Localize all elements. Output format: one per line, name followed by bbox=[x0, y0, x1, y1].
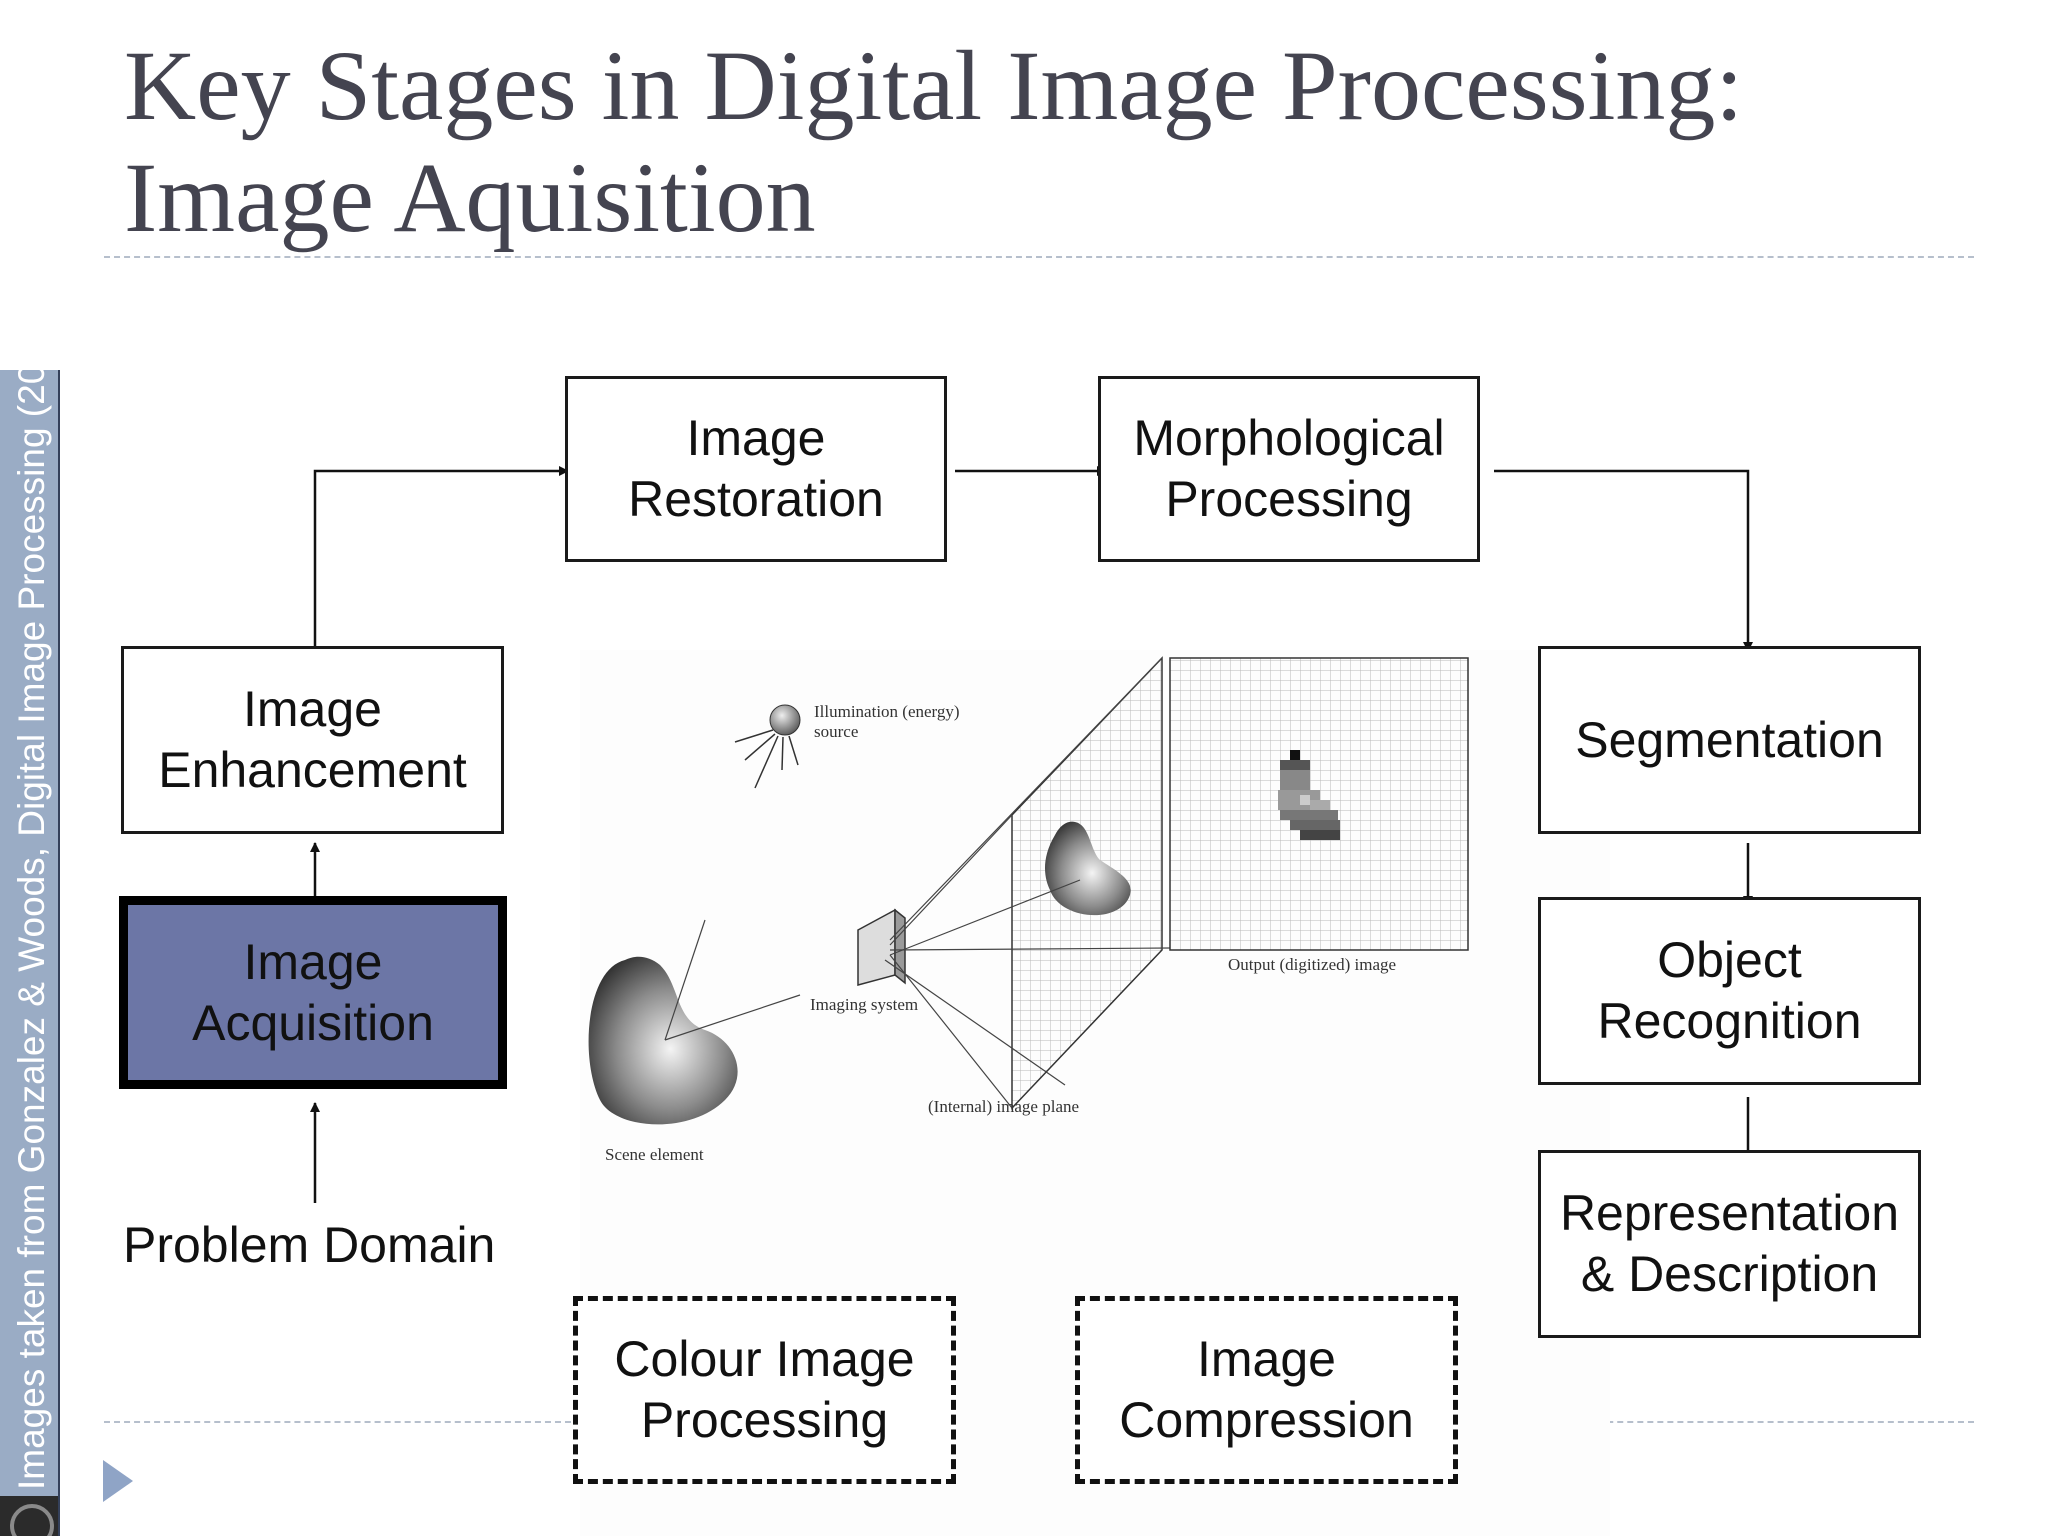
slide-title-line-1: Key Stages in Digital Image Processing: bbox=[124, 30, 1744, 141]
image-plane-label: (Internal) image plane bbox=[928, 1097, 1079, 1116]
stage-image-restoration[interactable]: Image Restoration bbox=[565, 376, 947, 562]
stage-label-line-1: Object bbox=[1657, 932, 1802, 988]
stage-colour-image-processing[interactable]: Colour Image Processing bbox=[573, 1296, 956, 1484]
stage-label-line-2: Acquisition bbox=[192, 994, 434, 1051]
stage-label-line-2: Restoration bbox=[628, 471, 884, 527]
imaging-system-label: Imaging system bbox=[810, 995, 918, 1014]
stage-label-line-2: Processing bbox=[1165, 471, 1413, 527]
stage-label-line-1: Morphological bbox=[1133, 410, 1445, 466]
stage-label-line-1: Segmentation bbox=[1575, 711, 1884, 768]
stage-object-recognition[interactable]: Object Recognition bbox=[1538, 897, 1921, 1085]
stage-label-line-1: Image bbox=[686, 410, 826, 466]
stage-label-line-2: Enhancement bbox=[158, 742, 467, 798]
imaging-system-icon bbox=[857, 908, 906, 986]
problem-domain-label: Problem Domain bbox=[123, 1217, 496, 1273]
logo-emblem bbox=[0, 1496, 58, 1536]
stage-label-line-1: Colour Image bbox=[614, 1331, 915, 1387]
stage-label-line-1: Image bbox=[243, 933, 383, 990]
stage-label-line-2: & Description bbox=[1580, 1246, 1879, 1302]
title-divider bbox=[104, 256, 1974, 258]
stage-image-acquisition[interactable]: Image Acquisition bbox=[119, 896, 507, 1089]
output-image-label: Output (digitized) image bbox=[1228, 955, 1396, 974]
stage-label-line-1: Representation bbox=[1559, 1185, 1900, 1241]
arrow-morphological-to-segmentation bbox=[1494, 469, 1753, 652]
arrow-enhancement-to-restoration bbox=[313, 466, 569, 654]
stage-segmentation[interactable]: Segmentation bbox=[1538, 646, 1921, 834]
projected-image-shape bbox=[1045, 821, 1131, 916]
digitized-object bbox=[1278, 750, 1340, 840]
stage-label-line-1: Image bbox=[243, 681, 382, 737]
stage-representation-description[interactable]: Representation & Description bbox=[1538, 1150, 1921, 1338]
stage-label-line-2: Processing bbox=[640, 1392, 889, 1448]
stage-label-line-2: Compression bbox=[1119, 1392, 1414, 1448]
illumination-label-line-2: source bbox=[814, 722, 858, 741]
stage-label-line-2: Recognition bbox=[1597, 993, 1862, 1049]
play-icon[interactable] bbox=[103, 1460, 133, 1502]
stage-label-line-1: Image bbox=[1197, 1331, 1336, 1387]
illumination-label-line-1: Illumination (energy) bbox=[814, 702, 960, 721]
slide-title: Key Stages in Digital Image Processing: … bbox=[124, 30, 1743, 254]
stage-image-enhancement[interactable]: Image Enhancement bbox=[121, 646, 504, 834]
side-credit-strip bbox=[0, 370, 60, 1536]
scene-element-label: Scene element bbox=[605, 1145, 704, 1164]
scene-element-shape bbox=[588, 956, 738, 1125]
illumination-source-icon bbox=[734, 704, 801, 789]
stage-morphological-processing[interactable]: Morphological Processing bbox=[1098, 376, 1480, 562]
stage-image-compression[interactable]: Image Compression bbox=[1075, 1296, 1458, 1484]
slide-title-line-2: Image Aquisition bbox=[124, 142, 816, 253]
